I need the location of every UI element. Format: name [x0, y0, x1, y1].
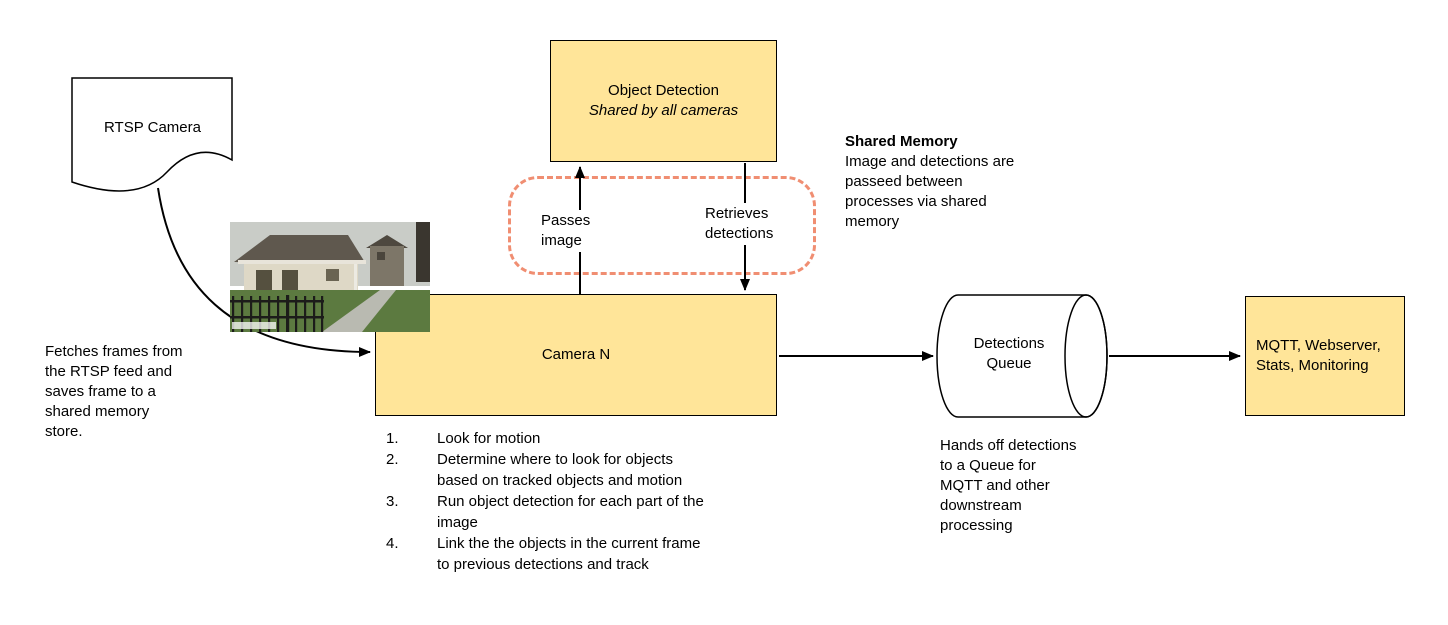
camera-steps-list: Look for motion Determine where to look …: [380, 428, 765, 575]
hands-off-note: Hands off detections to a Queue for MQTT…: [940, 437, 1077, 534]
fetch-frames-note: Fetches frames from the RTSP feed and sa…: [45, 343, 183, 440]
camera-n-label: Camera N: [541, 346, 611, 363]
object-detection-title: Object Detection: [608, 82, 719, 99]
edge-label-passes-image: Passes image: [538, 210, 606, 252]
camera-snapshot-scene: [230, 222, 430, 332]
detections-queue-cylinder-rim: [1064, 294, 1108, 418]
node-object-detection: Object Detection Shared by all cameras: [550, 40, 777, 162]
outputs-label: MQTT, Webserver, Stats, Monitoring: [1256, 337, 1381, 374]
camera-step-item: Determine where to look for objects base…: [437, 451, 683, 489]
shared-memory-note-body: Image and detections are passeed between…: [845, 153, 1015, 230]
shared-memory-note: Shared Memory Image and detections are p…: [845, 132, 1050, 232]
shared-memory-dashed-region: [508, 176, 816, 275]
rtsp-camera-label: RTSP Camera: [104, 119, 201, 136]
camera-snapshot-image: [230, 222, 430, 332]
object-detection-subtitle: Shared by all cameras: [588, 102, 739, 119]
node-camera-n: Camera N: [375, 294, 777, 416]
camera-step-item: Look for motion: [437, 430, 541, 447]
edge-label-retrieves-detections: Retrieves detections: [702, 203, 788, 245]
detections-queue-label: Detections Queue: [973, 335, 1045, 372]
shared-memory-note-title: Shared Memory: [845, 133, 958, 150]
camera-step-item: Link the the objects in the current fram…: [437, 535, 701, 573]
node-outputs: MQTT, Webserver, Stats, Monitoring: [1245, 296, 1405, 416]
camera-step-item: Run object detection for each part of th…: [437, 493, 704, 531]
